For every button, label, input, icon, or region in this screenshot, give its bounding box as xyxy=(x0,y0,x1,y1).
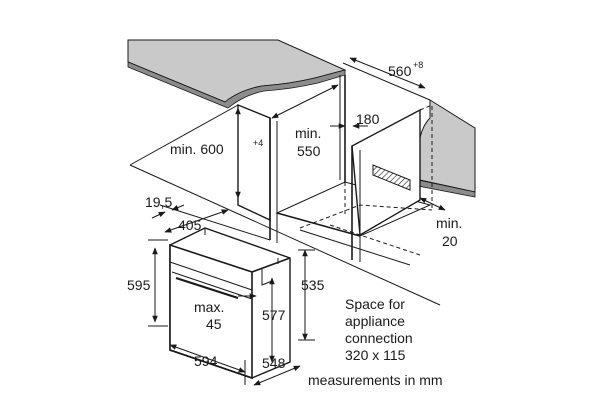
rear-gap-label: 180 xyxy=(356,111,380,127)
niche-width-label: 560 xyxy=(388,63,412,79)
countertop-right xyxy=(417,99,476,198)
connection-note-line1: Space for xyxy=(345,296,405,312)
niche-height-label: min. 600 xyxy=(170,141,224,157)
front-offset-label: 19,5 xyxy=(145,194,172,210)
door-drop-label-line1: max. xyxy=(194,299,224,315)
niche-depth-label-line1: min. xyxy=(295,125,321,141)
cavity-height-label: 577 xyxy=(262,307,286,323)
niche-height-tolerance: +4 xyxy=(253,138,263,148)
connection-note-line4: 320 x 115 xyxy=(345,347,406,363)
control-depth-label: 405 xyxy=(178,217,202,233)
niche-depth-label-line2: 550 xyxy=(297,143,321,159)
niche-cabinet xyxy=(237,75,433,262)
connection-note-line3: connection xyxy=(345,330,413,346)
connection-note: Space for appliance connection 320 x 115 xyxy=(345,296,413,363)
oven-depth-label: 548 xyxy=(262,355,286,371)
units-note: measurements in mm xyxy=(308,372,443,388)
connection-note-line2: appliance xyxy=(345,313,405,329)
door-drop-label-line2: 45 xyxy=(206,316,222,332)
side-gap-label-line2: 20 xyxy=(442,233,458,249)
side-gap-label-line1: min. xyxy=(436,215,462,231)
niche-width-tolerance: +8 xyxy=(413,60,423,70)
body-height-label: 535 xyxy=(301,277,325,293)
oven-height-label: 595 xyxy=(127,277,151,293)
oven-width-label: 594 xyxy=(194,353,218,369)
dimension-labels: 560 +8 min. 600 +4 min. 550 180 min. 20 … xyxy=(127,60,462,371)
connection-area xyxy=(372,164,411,191)
dimension-arrows xyxy=(148,57,446,386)
